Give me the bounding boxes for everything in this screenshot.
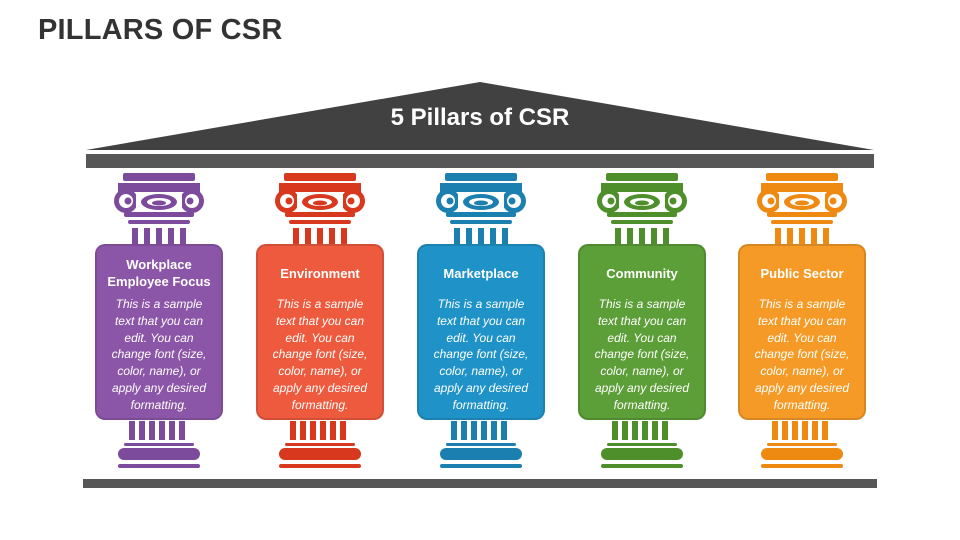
slide-title: PILLARS OF CSR [38, 14, 283, 46]
pillar-body-text: This is a sample text that you can edit.… [594, 297, 690, 412]
pillar-heading: Environment [280, 265, 360, 281]
pillar-body-text: This is a sample text that you can edit.… [754, 297, 850, 412]
pillar-body-text: This is a sample text that you can edit.… [433, 297, 529, 412]
pillar-body-text: This is a sample text that you can edit.… [272, 297, 368, 412]
pillar-heading: Marketplace [443, 265, 519, 281]
pillar-heading: Public Sector [760, 265, 844, 281]
temple-roof [86, 82, 874, 150]
temple-floor [83, 479, 877, 488]
pillar-body-text: This is a sample text that you can edit.… [111, 297, 207, 412]
temple-beam [86, 154, 874, 168]
column-graphic [597, 173, 687, 468]
column-graphic [436, 173, 526, 468]
roof-label: 5 Pillars of CSR [390, 104, 570, 131]
pillar-heading: Workplace Employee Focus [107, 257, 211, 289]
column-graphic [757, 173, 847, 468]
column-graphic [275, 173, 365, 468]
column-graphic [114, 173, 204, 468]
pillar-heading: Community [606, 265, 678, 281]
